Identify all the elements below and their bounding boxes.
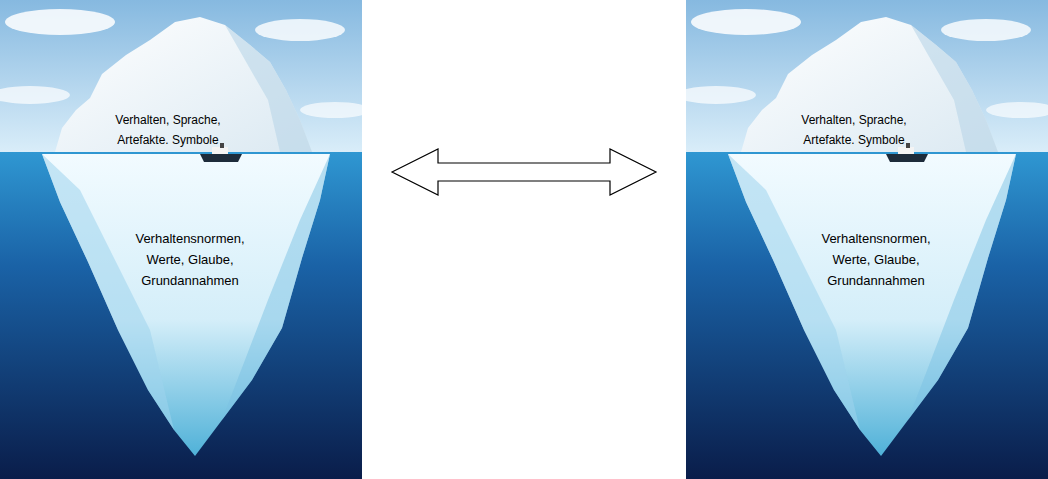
visible-layer-text: Verhalten, Sprache, Artefakte. Symbole [109, 110, 227, 150]
iceberg-left [0, 0, 370, 479]
iceberg-right [676, 0, 1048, 479]
visible-layer-text: Verhalten, Sprache, Artefakte. Symbole [795, 110, 913, 150]
iceberg-node: Verhalten, Sprache, Artefakte. SymboleVe… [0, 0, 362, 479]
iceberg-node: Verhalten, Sprache, Artefakte. SymboleVe… [686, 0, 1048, 479]
hidden-layer-text: Verhaltensnormen, Werte, Glaube, Grundan… [814, 228, 938, 291]
hidden-layer-text: Verhaltensnormen, Werte, Glaube, Grundan… [128, 228, 252, 291]
double-arrow [392, 149, 656, 195]
